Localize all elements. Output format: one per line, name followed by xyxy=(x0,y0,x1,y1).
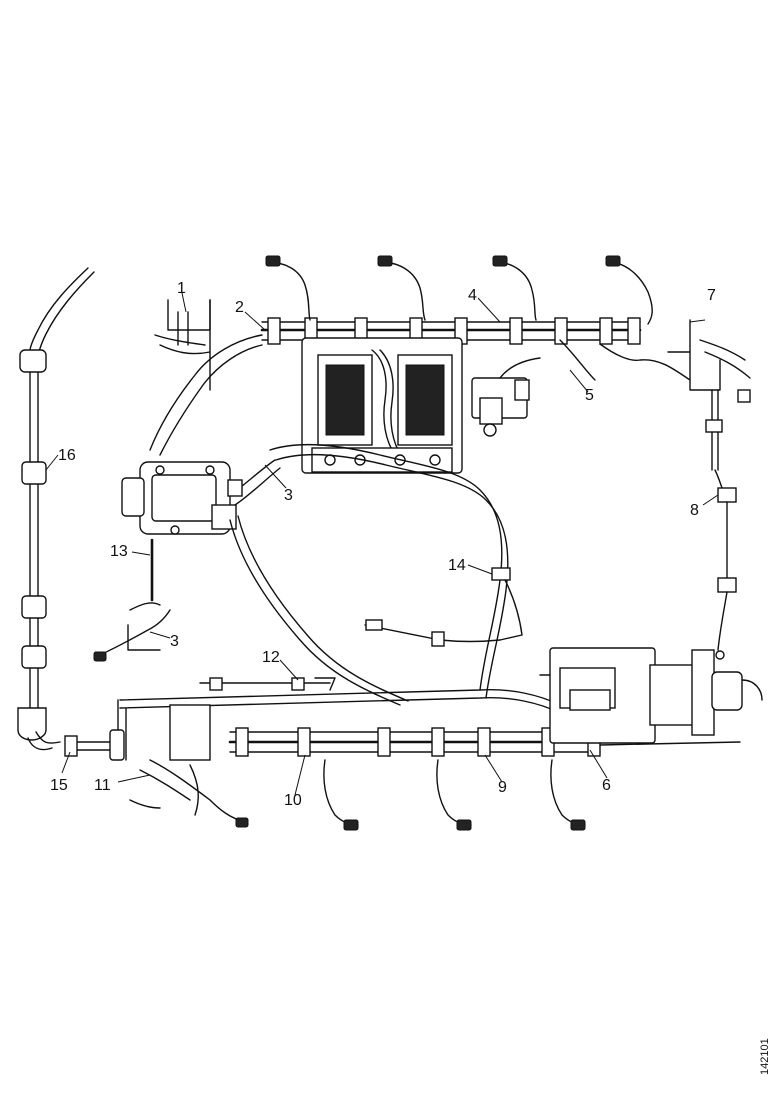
callout-numbers: 1 2 3 3 4 5 6 7 8 9 10 11 12 13 14 15 16 xyxy=(50,280,716,809)
sensor-assembly xyxy=(471,357,541,437)
callout-leaders xyxy=(45,292,719,796)
callout-2: 2 xyxy=(235,299,244,316)
callout-3-lower: 3 xyxy=(170,633,179,650)
callout-14: 14 xyxy=(448,557,466,574)
control-units xyxy=(301,337,463,474)
callout-13: 13 xyxy=(110,543,128,560)
right-bracket-7-8 xyxy=(667,319,751,651)
starter-assembly xyxy=(539,647,763,746)
item-12-harness xyxy=(199,677,336,691)
separate-harness-16 xyxy=(17,267,95,751)
callout-8: 8 xyxy=(690,502,699,519)
callout-4: 4 xyxy=(468,287,477,304)
middle-loop-harness xyxy=(229,443,523,706)
callout-11: 11 xyxy=(94,777,111,794)
callout-6: 6 xyxy=(602,777,611,794)
callout-9: 9 xyxy=(498,779,507,796)
callout-1: 1 xyxy=(177,280,186,297)
sensor-13 xyxy=(93,538,171,662)
callout-12: 12 xyxy=(262,649,280,666)
bracket-item-1 xyxy=(154,299,211,391)
callout-10: 10 xyxy=(284,792,302,809)
callout-5: 5 xyxy=(585,387,594,404)
callout-16: 16 xyxy=(58,447,76,464)
figure-id: 142101 xyxy=(759,1038,771,1075)
turbocharger-area xyxy=(121,459,281,535)
callout-15: 15 xyxy=(50,777,68,794)
item-11-15-area xyxy=(64,704,249,828)
callout-3-upper: 3 xyxy=(284,487,293,504)
callout-7: 7 xyxy=(707,287,716,304)
